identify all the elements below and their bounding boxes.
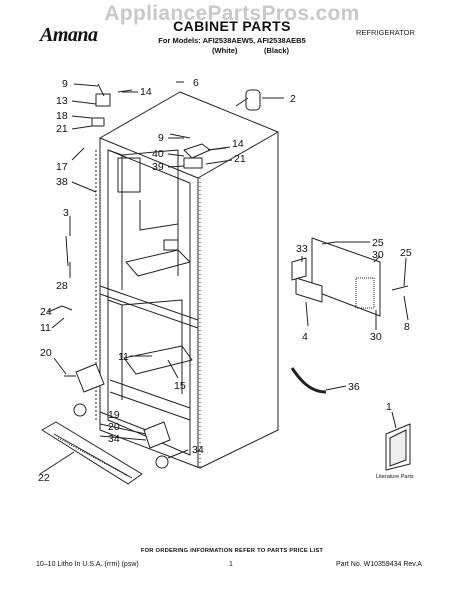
callout-25-right-screw: 25 (400, 247, 412, 259)
callout-21-upper-hinge: 21 (234, 153, 246, 165)
callout-3: 3 (63, 207, 69, 219)
brand-logo: Amana (40, 24, 98, 46)
category-label: REFRIGERATOR (356, 28, 415, 37)
literature-parts-label: Literature Parts (376, 474, 414, 480)
callout-25: 25 (372, 237, 384, 249)
callout-19: 19 (108, 409, 120, 421)
ordering-note: FOR ORDERING INFORMATION REFER TO PARTS … (140, 548, 324, 554)
callout-14-upper-hinge: 14 (232, 138, 244, 150)
callout-40: 40 (152, 148, 164, 160)
callout-22: 22 (38, 472, 50, 484)
callout-28: 28 (56, 280, 68, 292)
callout-1: 1 (386, 401, 392, 413)
callout-18: 18 (56, 110, 68, 122)
callout-6: 6 (193, 77, 199, 89)
callout-9: 9 (62, 78, 68, 90)
callout-38: 38 (56, 176, 68, 188)
callout-15: 15 (174, 380, 186, 392)
callout-34: 34 (108, 433, 120, 445)
callout-4: 4 (302, 331, 308, 343)
callout-numbers: 9 14 6 2 13 18 21 17 9 14 40 21 39 38 3 … (38, 77, 414, 484)
callout-30: 30 (372, 249, 384, 261)
variant-white: (White) (212, 46, 238, 55)
callout-9-upper-hinge: 9 (158, 132, 164, 144)
callout-24: 24 (40, 306, 52, 318)
callout-8: 8 (404, 321, 410, 333)
litho-note: 10–10 Litho In U.S.A. (rrm) (psw) (36, 561, 139, 568)
callout-34-right: 34 (192, 444, 204, 456)
callout-21: 21 (56, 123, 68, 135)
watermark: AppliancePartsPros.com (104, 2, 360, 25)
part-number: Part No. W10359434 Rev.A (336, 561, 422, 568)
callout-13: 13 (56, 95, 68, 107)
page-title: CABINET PARTS (173, 18, 291, 34)
variant-black: (Black) (264, 46, 290, 55)
models-line: For Models: AFI2538AEW5, AFI2538AEB5 (158, 36, 306, 45)
callout-14: 14 (140, 86, 152, 98)
callout-33: 33 (296, 243, 308, 255)
callout-11-freezer: 11 (118, 351, 129, 363)
callout-17: 17 (56, 161, 68, 173)
callout-30-cover: 30 (370, 331, 382, 343)
callout-39: 39 (152, 161, 164, 173)
callout-20: 20 (40, 347, 52, 359)
callout-36: 36 (348, 381, 360, 393)
callout-2: 2 (290, 93, 296, 105)
callout-20-bottom: 20 (108, 421, 120, 433)
page-number: 1 (229, 561, 233, 568)
callout-11: 11 (40, 322, 51, 334)
cabinet-drawing (39, 81, 411, 485)
